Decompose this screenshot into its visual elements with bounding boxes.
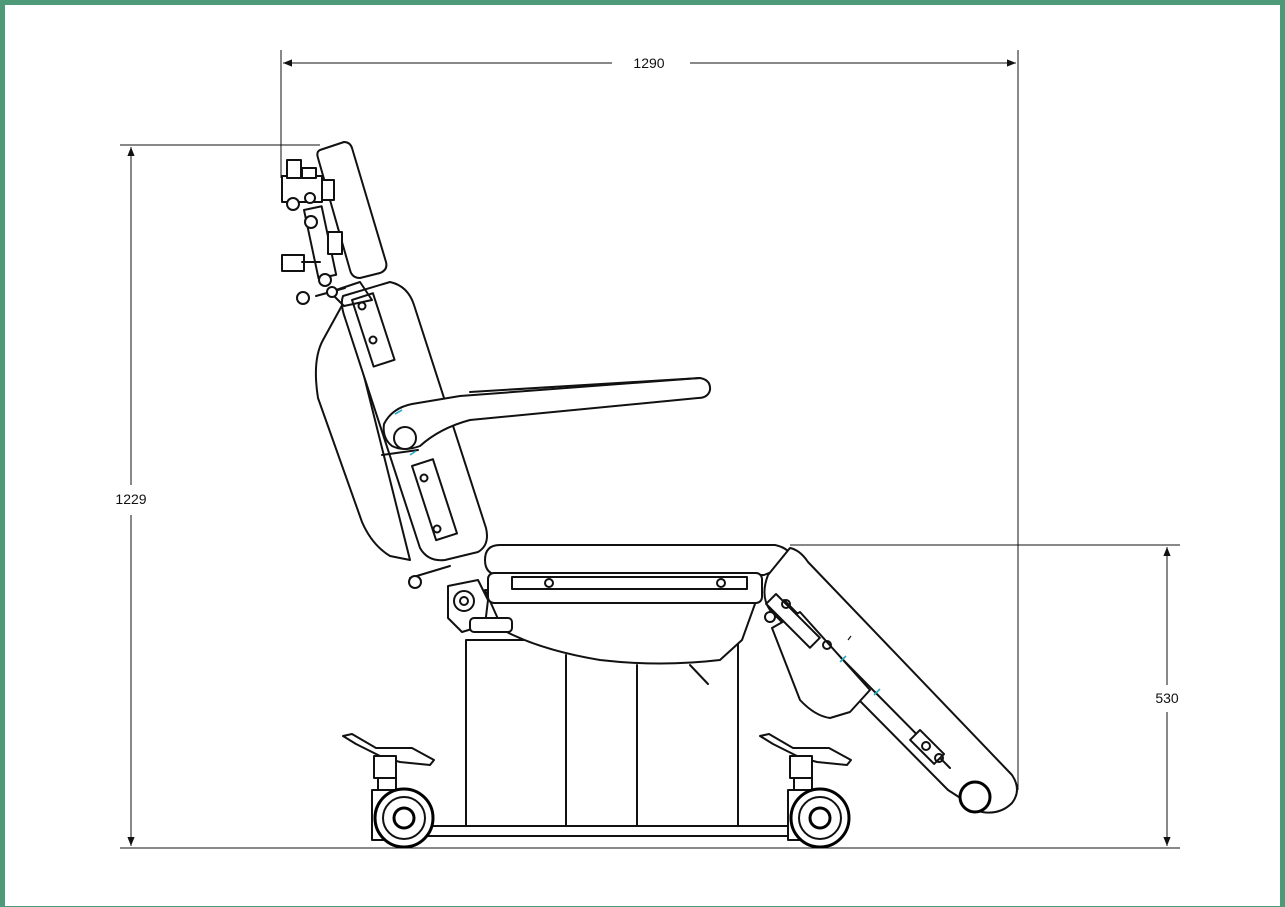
dimension-seat-height-label: 530: [1155, 690, 1179, 706]
seat-hinge: [408, 565, 513, 633]
dimension-width: 1290: [280, 50, 1019, 790]
dimension-seat-height: 530: [790, 544, 1180, 846]
armrest: [381, 377, 712, 456]
dimension-height: 1229: [115, 144, 1180, 849]
chair-base: [384, 639, 792, 837]
headrest: [281, 141, 388, 307]
right-caster: [759, 733, 852, 849]
left-caster: [342, 733, 435, 849]
leg-rest: [763, 547, 1018, 814]
seat: [484, 544, 797, 685]
dimension-height-label: 1229: [115, 491, 146, 507]
dimension-width-label: 1290: [633, 55, 664, 71]
